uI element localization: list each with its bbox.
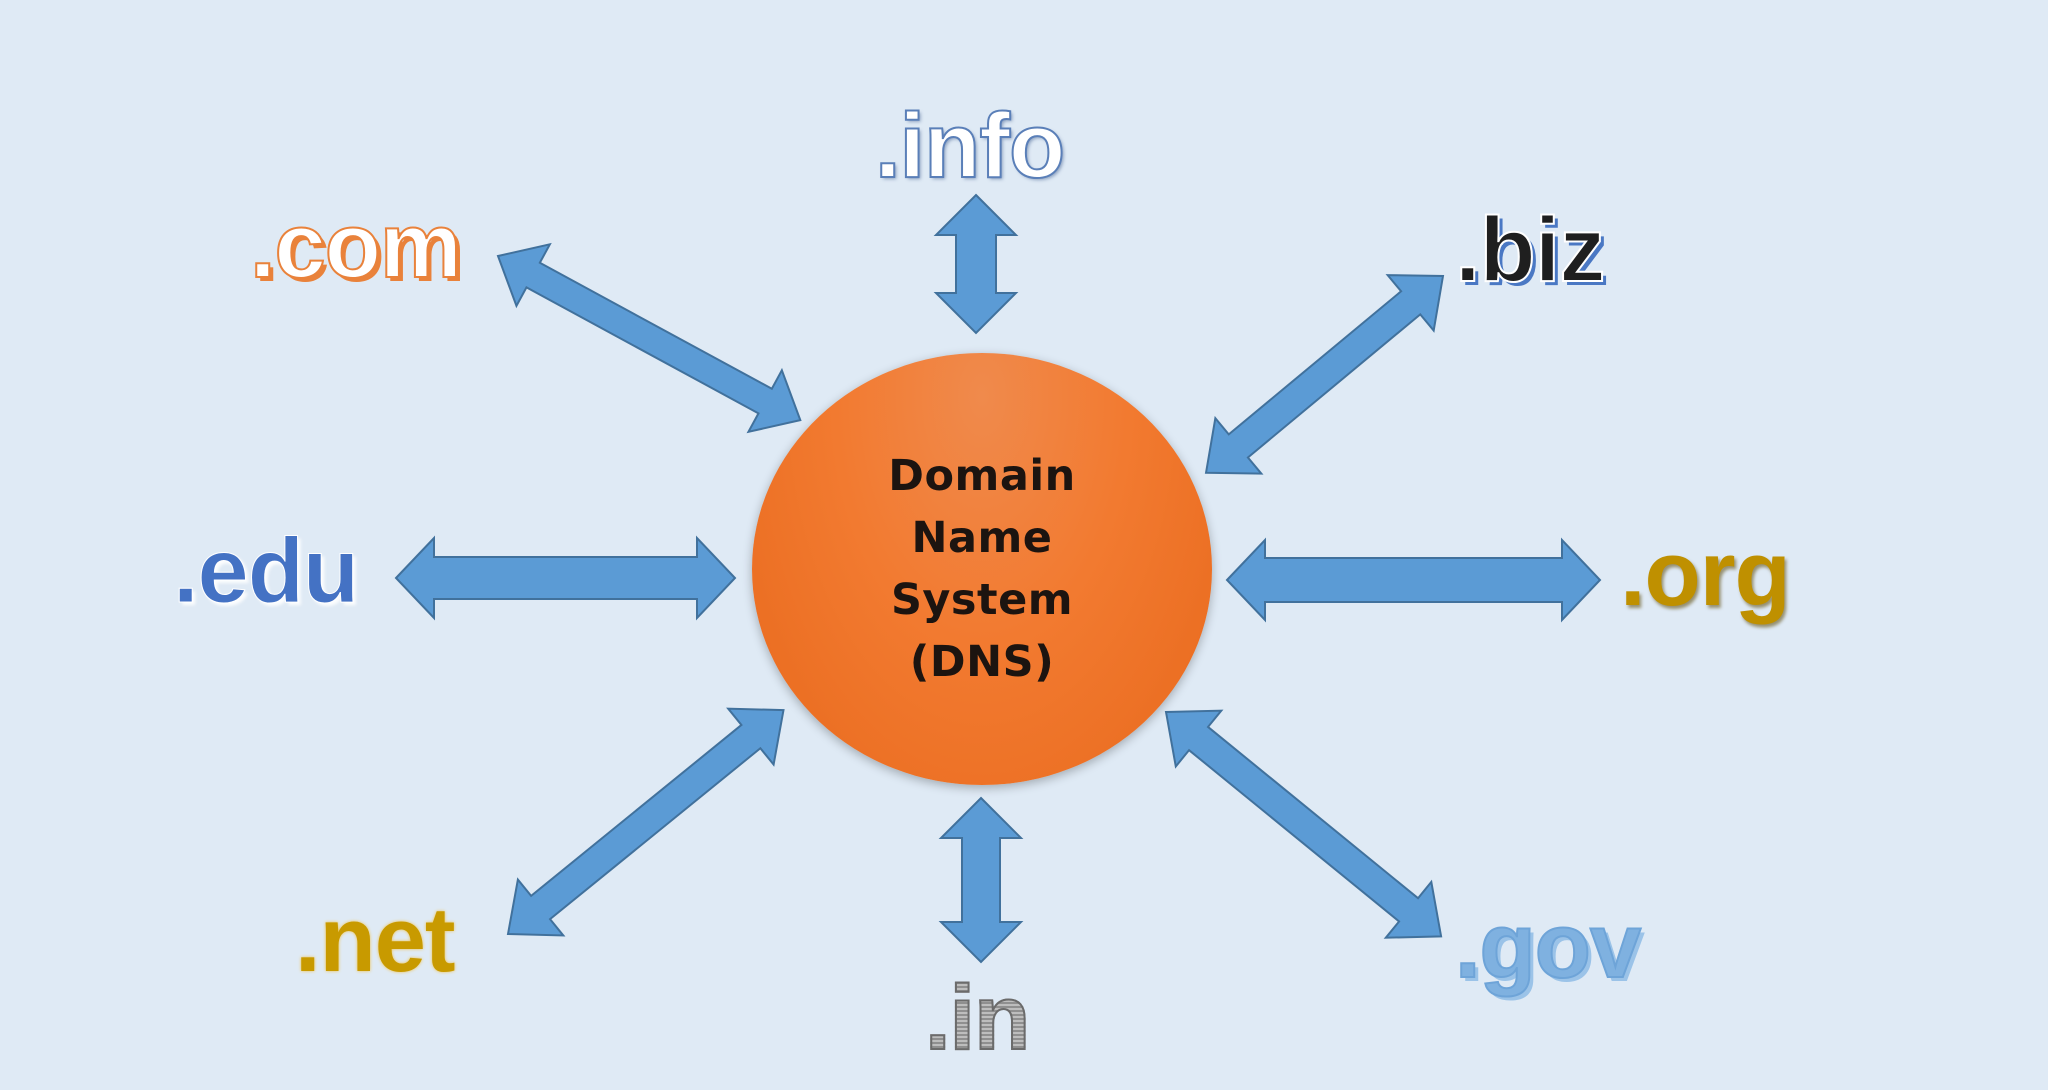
hub-label-line-1: Domain	[888, 451, 1076, 501]
tld-edu-label: .edu	[172, 520, 359, 622]
hub-label-line-3: System	[890, 575, 1074, 625]
arrow-org	[1225, 537, 1602, 623]
tld-net-label: .net	[295, 889, 456, 991]
tld-gov-label: .gov	[1454, 895, 1642, 997]
tld-biz-label: .biz	[1454, 199, 1606, 301]
arrow-info	[933, 193, 1019, 335]
arrow-in	[938, 796, 1024, 964]
tld-com-label: .com	[249, 195, 463, 297]
arrow-gov	[1164, 709, 1443, 939]
tld-info-label: .info	[874, 95, 1066, 197]
hub-label-line-4: (DNS)	[909, 637, 1055, 687]
arrow-com	[496, 242, 802, 434]
arrow-net	[506, 707, 785, 937]
tld-org-label: .org	[1620, 523, 1791, 625]
tld-in-label: .in	[924, 967, 1031, 1069]
hub-label-line-2: Name	[911, 513, 1053, 563]
arrow-biz	[1204, 274, 1445, 475]
dns-hub-circle: Domain Name System (DNS)	[752, 353, 1212, 785]
arrow-edu	[394, 535, 737, 621]
